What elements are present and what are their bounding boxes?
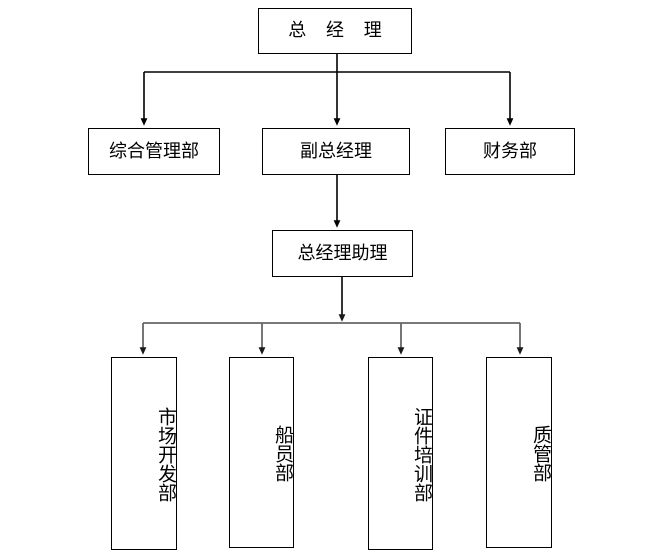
edge-gm-to-level2 — [140, 54, 514, 126]
node-comprehensive-management-dept-label: 综合管理部 — [109, 140, 199, 162]
edge-assistant-to-level4 — [139, 277, 524, 355]
node-crew-dept-label: 船员部 — [272, 425, 294, 482]
node-deputy-general-manager[interactable]: 副总经理 — [262, 128, 410, 175]
node-certificate-training-dept-label: 证件培训部 — [411, 407, 433, 502]
node-market-development-dept-label: 市场开发部 — [155, 407, 177, 502]
node-general-manager-assistant[interactable]: 总经理助理 — [272, 230, 413, 277]
node-finance-dept[interactable]: 财务部 — [445, 128, 575, 175]
node-crew-dept[interactable]: 船员部 — [229, 357, 294, 548]
node-quality-management-dept-label: 质管部 — [530, 425, 552, 482]
node-comprehensive-management-dept[interactable]: 综合管理部 — [88, 128, 220, 175]
node-deputy-general-manager-label: 副总经理 — [300, 140, 372, 162]
node-finance-dept-label: 财务部 — [483, 140, 537, 162]
node-general-manager-assistant-label: 总经理助理 — [297, 242, 388, 264]
node-general-manager-label: 总 经 理 — [288, 20, 389, 42]
node-quality-management-dept[interactable]: 质管部 — [486, 357, 552, 548]
node-market-development-dept[interactable]: 市场开发部 — [111, 357, 177, 550]
node-certificate-training-dept[interactable]: 证件培训部 — [368, 357, 433, 550]
node-general-manager[interactable]: 总 经 理 — [258, 8, 412, 54]
